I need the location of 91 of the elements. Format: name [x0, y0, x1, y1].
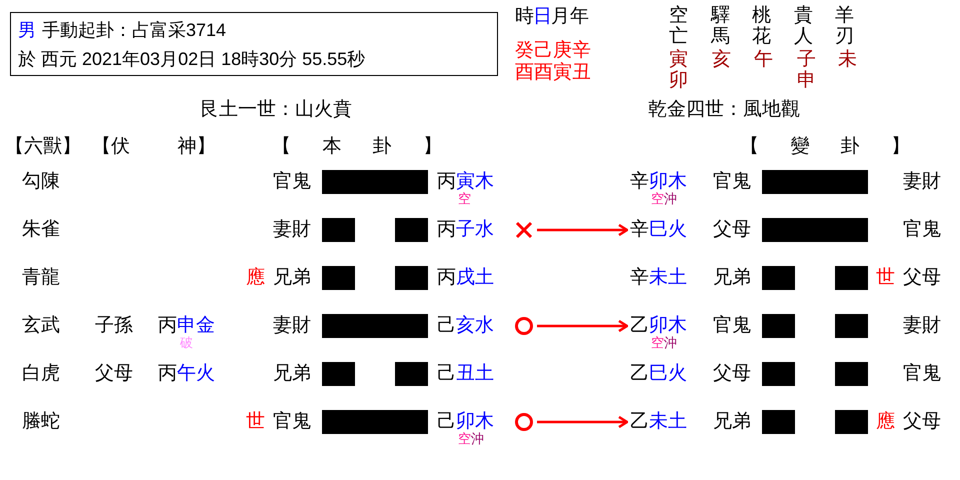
- column-header: 【 本 卦 】: [272, 136, 442, 158]
- stem-text: 己: [437, 363, 456, 385]
- relative-text: 官鬼: [903, 363, 941, 385]
- relative-text: 父母: [903, 267, 941, 289]
- void-mark: 空: [651, 192, 664, 206]
- branch-text: 卯木: [456, 411, 494, 432]
- shensha-value: 未: [838, 50, 857, 71]
- header-text: 於 西元 2021年03月02日 18時30分 55.55秒: [18, 49, 366, 69]
- relative-text: 父母: [713, 363, 751, 385]
- shensha-value: 亥: [712, 50, 731, 71]
- relative-text: 妻財: [903, 315, 941, 337]
- branch-text: 亥水: [456, 315, 494, 337]
- spirit-name: 玄武: [22, 315, 60, 337]
- relative-text: 官鬼: [273, 411, 311, 433]
- branch-text: 子水: [456, 219, 494, 241]
- shensha-name: 驛馬: [711, 6, 730, 48]
- relative-text: 官鬼: [903, 219, 941, 241]
- shensha-name: 貴人: [794, 6, 813, 48]
- relative-text: 子孫: [95, 315, 133, 337]
- arrow: [537, 320, 628, 332]
- pillar-text: 癸己庚辛: [515, 40, 591, 62]
- shi-ying-mark: 世: [876, 267, 895, 289]
- relative-text: 妻財: [273, 315, 311, 337]
- break-mark: 破: [180, 336, 193, 350]
- shi-ying-mark: 應: [246, 267, 265, 289]
- clash-mark: 沖: [664, 192, 677, 206]
- stem-text: 辛: [630, 171, 649, 193]
- stem-text: 己: [437, 315, 456, 337]
- label-text: 時: [515, 6, 534, 28]
- shi-ying-mark: 應: [876, 411, 895, 433]
- relative-text: 兄弟: [273, 267, 311, 289]
- branch-text: 午火: [177, 363, 215, 385]
- branch-text: 申金: [177, 315, 215, 336]
- pillar-text: 酉酉寅丑: [515, 62, 591, 84]
- branch-text: 巳火: [649, 363, 687, 385]
- spirit-name: 勾陳: [22, 171, 60, 193]
- relative-text: 官鬼: [273, 171, 311, 193]
- stem-text: 丙: [158, 315, 177, 337]
- relative-text: 兄弟: [713, 267, 751, 289]
- column-header: 【六獸】: [5, 136, 81, 158]
- shensha-value: 午: [754, 50, 773, 71]
- spirit-name: 白虎: [22, 363, 60, 385]
- changed-line-text: 辛巳火: [630, 219, 687, 241]
- gender-text: 男: [18, 20, 36, 40]
- relative-text: 父母: [713, 219, 751, 241]
- shensha-value: 寅卯: [669, 50, 688, 92]
- relative-text: 妻財: [903, 171, 941, 193]
- stem-text: 乙: [630, 363, 649, 385]
- header-box: [10, 12, 498, 76]
- void-mark: 空: [458, 432, 471, 446]
- stem-text: 丙: [437, 219, 456, 241]
- hexagram-title: 艮土一世：山火賁: [200, 99, 352, 121]
- spirit-name: 螣蛇: [22, 411, 60, 433]
- relative-text: 妻財: [273, 219, 311, 241]
- changed-line-text: 乙卯木: [630, 315, 687, 337]
- branch-text: 戌土: [456, 267, 494, 289]
- clash-mark: 沖: [664, 336, 677, 350]
- shensha-value: 子申: [797, 50, 816, 92]
- relative-text: 兄弟: [273, 363, 311, 385]
- void-mark: 空: [458, 192, 471, 206]
- stem-text: 己: [437, 411, 456, 433]
- clash-mark: 沖: [471, 432, 484, 446]
- relative-text: 父母: [903, 411, 941, 433]
- spirit-name: 朱雀: [22, 219, 60, 241]
- hexagram-title: 乾金四世：風地觀: [648, 99, 800, 121]
- label-text: 日: [533, 6, 552, 28]
- stem-text: 丙: [437, 267, 456, 289]
- column-header: 【 變 卦 】: [740, 136, 910, 158]
- shensha-name: 空亡: [669, 6, 688, 48]
- spirit-name: 青龍: [22, 267, 60, 289]
- shensha-name: 桃花: [752, 6, 771, 48]
- shensha-name: 羊刃: [835, 6, 854, 48]
- relative-text: 父母: [95, 363, 133, 385]
- branch-text: 卯木: [649, 171, 687, 192]
- branch-text: 丑土: [456, 363, 494, 385]
- relative-text: 兄弟: [713, 411, 751, 433]
- branch-text: 未土: [649, 267, 687, 289]
- column-header: 【伏 神】: [92, 136, 216, 158]
- relative-text: 官鬼: [713, 171, 751, 193]
- shi-ying-mark: 世: [246, 411, 265, 433]
- arrow: [537, 416, 628, 428]
- stem-text: 丙: [158, 363, 177, 385]
- arrow: [537, 224, 628, 236]
- branch-text: 寅木: [456, 171, 494, 192]
- header-text: 手動起卦：占富采3714: [42, 20, 226, 40]
- label-text: 月年: [551, 6, 589, 28]
- changed-line-text: 乙未土: [630, 411, 687, 433]
- relative-text: 官鬼: [713, 315, 751, 337]
- void-mark: 空: [651, 336, 664, 350]
- stem-text: 辛: [630, 267, 649, 289]
- stem-text: 丙: [437, 171, 456, 193]
